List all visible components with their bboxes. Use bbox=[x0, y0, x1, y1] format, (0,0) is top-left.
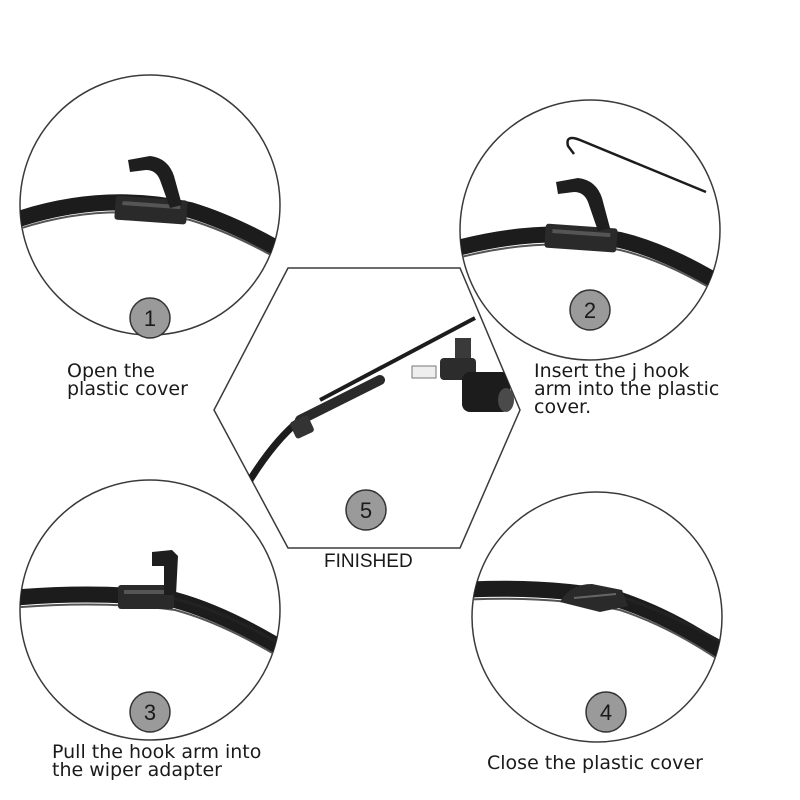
step-1-badge bbox=[129, 297, 171, 339]
step-5-caption: FINISHED bbox=[324, 551, 413, 572]
step-4-badge bbox=[585, 691, 627, 733]
step-2-caption-line: cover. bbox=[534, 396, 592, 418]
step-2-number: 2 bbox=[584, 298, 596, 323]
step-5-caption-line: FINISHED bbox=[324, 551, 413, 572]
step-4-number: 4 bbox=[600, 700, 612, 725]
step-3-caption-line: the wiper adapter bbox=[52, 759, 222, 781]
wiper-blade-icon bbox=[460, 136, 720, 301]
plastic-cover-icon bbox=[556, 178, 610, 231]
wiper-blade-icon bbox=[20, 550, 280, 671]
step-1-caption-line: Open the bbox=[67, 360, 155, 382]
step-3-panel: 3 bbox=[19, 479, 281, 741]
step-5-panel: 5 bbox=[213, 267, 521, 549]
step-1-caption: Open the plastic cover bbox=[67, 360, 188, 400]
step-2-caption-line: Insert the j hook bbox=[534, 360, 690, 382]
step-2-panel: 2 bbox=[459, 99, 721, 361]
j-hook-arm-icon bbox=[566, 136, 707, 194]
wiper-motor-icon bbox=[411, 338, 514, 412]
plastic-cover-icon bbox=[560, 584, 628, 612]
j-hook-arm-icon bbox=[169, 596, 280, 652]
step-5-number: 5 bbox=[360, 498, 372, 523]
step-1-number: 1 bbox=[144, 306, 156, 331]
step-5-badge bbox=[345, 489, 387, 531]
step-1-caption-line: plastic cover bbox=[67, 378, 188, 400]
wiper-blade-icon bbox=[20, 156, 280, 273]
step-4-caption-line: Close the plastic cover bbox=[487, 752, 703, 774]
step-2-caption-line: arm into the plastic bbox=[534, 378, 720, 400]
plastic-cover-icon bbox=[152, 550, 178, 595]
j-hook-arm-icon bbox=[319, 316, 476, 402]
step-4-panel: 4 bbox=[471, 491, 723, 743]
step-1-panel: 1 bbox=[19, 74, 281, 339]
wiper-blade-icon bbox=[246, 316, 514, 484]
step-2-caption: Insert the j hook arm into the plastic c… bbox=[534, 360, 720, 418]
step-4-caption: Close the plastic cover bbox=[487, 752, 703, 774]
step-3-caption: Pull the hook arm into the wiper adapter bbox=[52, 741, 262, 781]
plastic-cover-icon bbox=[128, 156, 182, 208]
step-3-caption-line: Pull the hook arm into bbox=[52, 741, 262, 763]
step-3-number: 3 bbox=[144, 700, 156, 725]
step-3-badge bbox=[129, 691, 171, 733]
step-2-badge bbox=[569, 289, 611, 331]
